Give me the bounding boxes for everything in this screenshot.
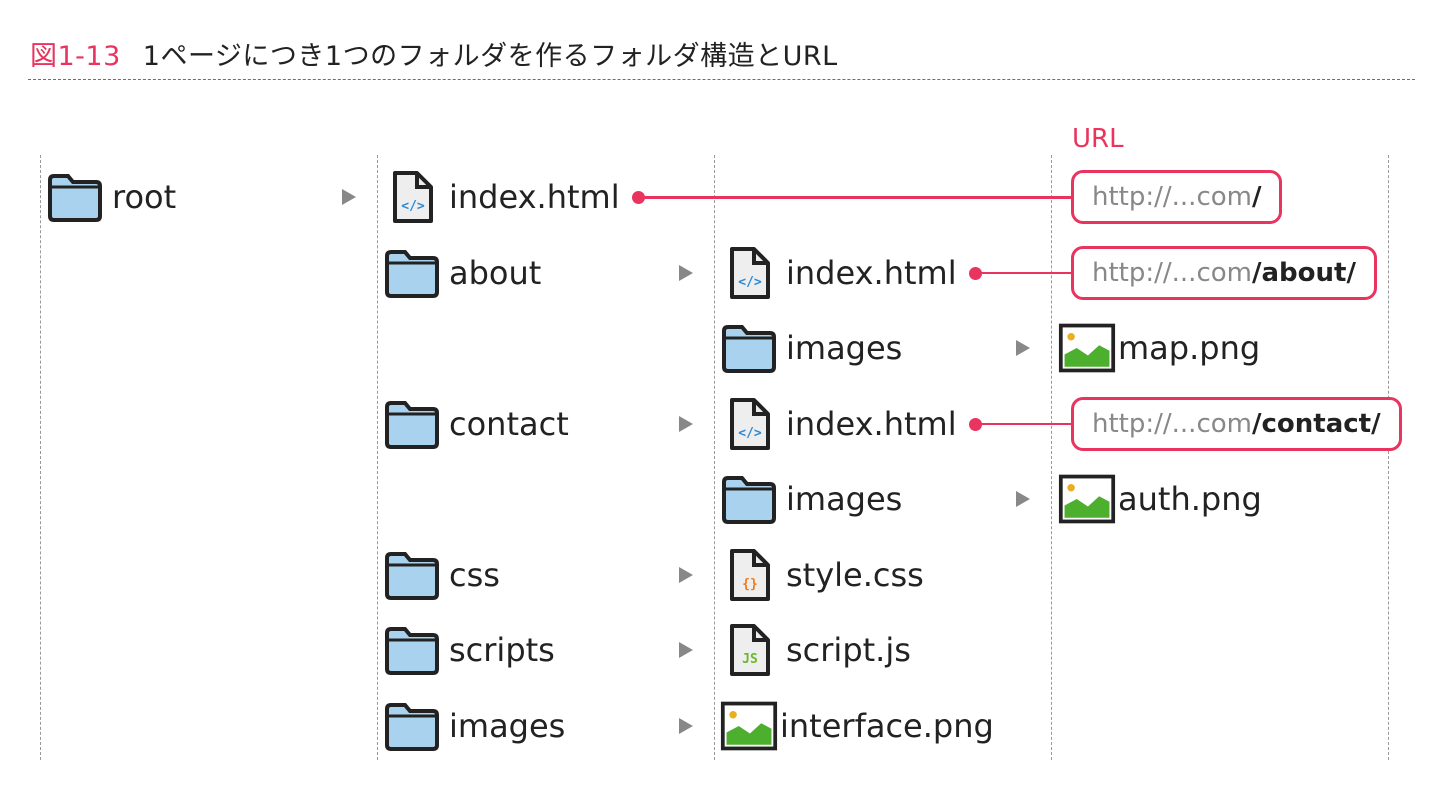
expand-arrow-icon[interactable] bbox=[342, 189, 356, 205]
url-base: http://...com bbox=[1092, 408, 1252, 439]
item-label: contact bbox=[449, 404, 569, 443]
item-label: images bbox=[786, 329, 903, 367]
image-file-icon bbox=[720, 699, 778, 753]
expand-arrow-icon[interactable] bbox=[679, 415, 693, 432]
connector-dot bbox=[968, 417, 982, 431]
html-file-icon: </> bbox=[383, 170, 441, 224]
column-divider bbox=[40, 155, 41, 760]
expand-arrow-icon[interactable] bbox=[679, 264, 693, 281]
item-label: auth.png bbox=[1118, 480, 1262, 518]
url-base: http://...com bbox=[1092, 257, 1252, 288]
html-file-icon: </> bbox=[720, 246, 778, 300]
column-divider bbox=[1051, 155, 1052, 760]
folder-item[interactable]: images bbox=[383, 696, 565, 756]
item-label: interface.png bbox=[780, 706, 994, 745]
file-item[interactable]: map.png bbox=[1058, 318, 1260, 378]
item-label: index.html bbox=[449, 178, 620, 216]
folder-icon bbox=[383, 623, 441, 677]
connector-dot bbox=[631, 191, 645, 204]
folder-item[interactable]: contact bbox=[383, 394, 569, 454]
figure-number: 図1-13 bbox=[30, 41, 121, 72]
image-file-icon bbox=[1058, 321, 1116, 375]
file-item[interactable]: </> index.html bbox=[720, 243, 957, 303]
file-item[interactable]: </> index.html bbox=[383, 167, 620, 227]
title-divider bbox=[28, 79, 1415, 80]
item-label: style.css bbox=[786, 555, 924, 594]
folder-icon bbox=[720, 321, 778, 375]
item-label: index.html bbox=[786, 253, 957, 292]
svg-text:</>: </> bbox=[738, 426, 762, 441]
column-divider bbox=[377, 155, 378, 760]
folder-item[interactable]: images bbox=[720, 318, 902, 378]
folder-item[interactable]: css bbox=[383, 545, 500, 605]
item-label: script.js bbox=[786, 631, 911, 669]
item-label: about bbox=[449, 253, 542, 292]
figure-title: 図1-13 1ページにつき1つのフォルダを作るフォルダ構造とURL bbox=[30, 34, 838, 73]
item-label: images bbox=[449, 706, 566, 745]
js-file-icon: JS bbox=[720, 623, 778, 677]
connector-line bbox=[637, 196, 1072, 199]
svg-text:{}: {} bbox=[742, 577, 758, 592]
figure-caption: 1ページにつき1つのフォルダを作るフォルダ構造とURL bbox=[142, 41, 838, 72]
folder-icon bbox=[383, 246, 441, 300]
file-item[interactable]: auth.png bbox=[1058, 469, 1262, 529]
column-divider bbox=[714, 155, 715, 760]
url-box: http://...com/contact/ bbox=[1071, 396, 1402, 451]
folder-item[interactable]: scripts bbox=[383, 620, 555, 680]
file-item[interactable]: JS script.js bbox=[720, 620, 911, 680]
image-file-icon bbox=[1058, 472, 1116, 526]
item-label: scripts bbox=[449, 631, 555, 669]
item-label: images bbox=[786, 480, 903, 518]
folder-icon bbox=[383, 699, 441, 753]
folder-item[interactable]: about bbox=[383, 243, 541, 303]
folder-item[interactable]: images bbox=[720, 469, 902, 529]
expand-arrow-icon[interactable] bbox=[679, 642, 693, 658]
url-box: http://...com/about/ bbox=[1071, 245, 1377, 300]
column-divider bbox=[1388, 155, 1389, 760]
svg-text:</>: </> bbox=[738, 275, 762, 290]
svg-text:JS: JS bbox=[742, 652, 758, 667]
item-label: css bbox=[449, 555, 500, 594]
url-box: http://...com/ bbox=[1071, 170, 1283, 224]
file-item[interactable]: {} style.css bbox=[720, 545, 924, 605]
folder-icon bbox=[720, 472, 778, 526]
expand-arrow-icon[interactable] bbox=[1016, 491, 1030, 507]
folder-icon bbox=[383, 397, 441, 451]
url-column-header: URL bbox=[1072, 124, 1124, 154]
folder-icon bbox=[46, 170, 104, 224]
folder-icon bbox=[383, 548, 441, 602]
expand-arrow-icon[interactable] bbox=[679, 717, 693, 734]
url-path: /contact/ bbox=[1251, 408, 1381, 439]
html-file-icon: </> bbox=[720, 397, 778, 451]
connector-line bbox=[974, 422, 1072, 425]
file-item[interactable]: interface.png bbox=[720, 696, 994, 756]
item-label: map.png bbox=[1118, 329, 1261, 367]
connector-line bbox=[974, 271, 1072, 274]
svg-text:</>: </> bbox=[401, 199, 425, 214]
item-label: root bbox=[112, 178, 177, 216]
css-file-icon: {} bbox=[720, 548, 778, 602]
item-label: index.html bbox=[786, 404, 957, 443]
expand-arrow-icon[interactable] bbox=[1016, 340, 1030, 356]
file-item[interactable]: </> index.html bbox=[720, 394, 957, 454]
folder-item[interactable]: root bbox=[46, 167, 176, 227]
expand-arrow-icon[interactable] bbox=[679, 566, 693, 583]
url-path: /about/ bbox=[1251, 257, 1356, 288]
connector-dot bbox=[968, 266, 982, 280]
url-path: / bbox=[1251, 182, 1262, 212]
url-base: http://...com bbox=[1092, 182, 1252, 212]
